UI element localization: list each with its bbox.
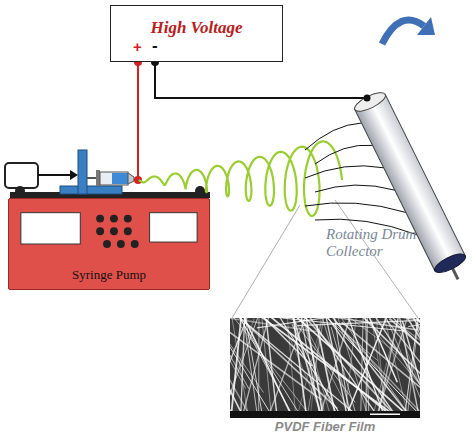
pump-button (117, 240, 125, 248)
rail-knob (15, 186, 25, 196)
nanofiber (375, 318, 409, 418)
control-box (5, 163, 38, 188)
power-supply-label: High Voltage (111, 18, 282, 38)
nanofiber (236, 318, 394, 415)
pump-button (110, 227, 118, 235)
nanofiber (266, 318, 307, 418)
nanofiber (238, 318, 315, 418)
deposited-fiber (315, 145, 373, 164)
nanofiber (306, 318, 324, 418)
nanofiber (387, 320, 420, 418)
pump-button (110, 215, 118, 223)
nanofiber (361, 318, 364, 418)
sem-info-bar (230, 411, 420, 418)
nanofiber (277, 318, 345, 418)
rail-knob (195, 186, 205, 196)
nanofiber (388, 318, 420, 418)
pump-button (96, 227, 104, 235)
sem-image: PVDF Fiber Film (230, 318, 420, 418)
ground-contact (364, 95, 371, 102)
pump-button (96, 215, 104, 223)
pump-button (124, 227, 132, 235)
nanofiber (318, 318, 352, 418)
pump-display (21, 213, 80, 244)
nanofiber (245, 327, 266, 418)
syringe-barrel (100, 172, 128, 185)
ground-wire (320, 97, 366, 99)
syringe-tip (128, 173, 134, 184)
deposited-fiber (305, 203, 406, 213)
nanofiber (296, 318, 420, 418)
syringe-solution (112, 173, 128, 184)
nanofiber (389, 319, 420, 419)
nanofiber (287, 318, 299, 418)
terminal-sign: - (152, 36, 158, 56)
nanofiber (329, 318, 415, 418)
nanofiber (344, 318, 357, 418)
nanofiber (230, 318, 249, 418)
terminal-sign: + (133, 38, 142, 55)
syringe-pump-body: Syringe Pump (8, 198, 210, 290)
pump-button (103, 240, 111, 248)
nanofiber (411, 318, 420, 418)
push-arrow-head (70, 170, 78, 180)
drum-collector: Rotating Drum Collector (320, 88, 465, 278)
nanofiber (241, 318, 270, 418)
nanofiber (344, 318, 389, 418)
deposited-fiber (305, 166, 384, 178)
nanofiber (404, 318, 420, 418)
leader-line (232, 205, 300, 318)
sem-fibers (230, 318, 420, 418)
image-caption: PVDF Fiber Film (230, 419, 420, 434)
push-arrow (38, 174, 70, 176)
nanofiber (230, 318, 322, 400)
drum-bottom-cap (432, 250, 468, 276)
ground-wire-connector (155, 62, 320, 98)
nanofiber (238, 318, 297, 418)
drum-top-cap (352, 89, 388, 115)
pump-button (124, 215, 132, 223)
nanofiber (230, 318, 249, 389)
positive-wire (137, 62, 139, 180)
scale-bar (370, 414, 400, 416)
nanofiber (325, 318, 349, 418)
nanofiber (251, 318, 400, 418)
pump-button (131, 240, 139, 248)
pump-label: Syringe Pump (9, 267, 209, 283)
deposited-fiber (315, 185, 395, 192)
nanofiber (230, 321, 277, 418)
pump-carriage (60, 186, 122, 194)
rotation-arrow (382, 20, 424, 44)
plunger-flange (96, 170, 100, 186)
collector-label: Rotating Drum Collector (326, 226, 426, 261)
pusher-block (78, 150, 87, 194)
nanofiber (401, 326, 421, 401)
nanofiber (301, 318, 346, 418)
rotation-arrow-head (417, 17, 435, 35)
pump-display (150, 213, 198, 242)
